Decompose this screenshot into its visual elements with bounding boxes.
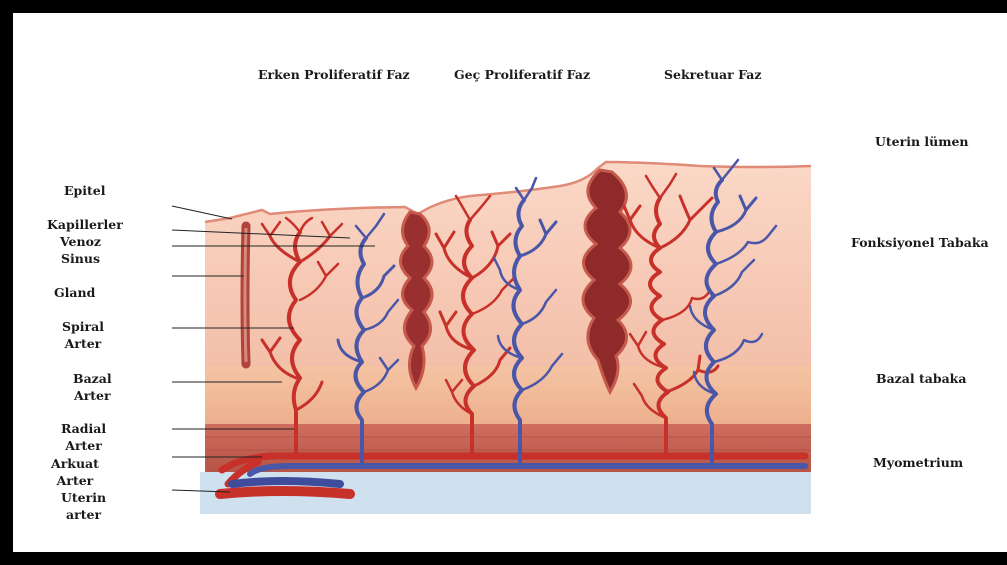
phase-title-secretory: Sekretuar Faz — [664, 66, 761, 83]
label-spiral-arter-word: Arter — [62, 335, 104, 352]
label-radial: Radial — [61, 420, 106, 437]
diagram-canvas: Erken Proliferatif Faz Geç Proliferatif … — [13, 13, 1007, 552]
phase-title-early: Erken Proliferatif Faz — [258, 66, 410, 83]
label-kapillerler: Kapillerler — [47, 216, 123, 233]
label-arkuat-arter: Arkuat Arter — [51, 455, 99, 489]
label-gland: Gland — [54, 284, 95, 301]
label-sinus: Sinus — [60, 250, 101, 267]
label-spiral: Spiral — [62, 318, 104, 335]
label-uterin-arter-word: arter — [61, 506, 106, 523]
label-arkuat: Arkuat — [51, 455, 99, 472]
phase-title-late: Geç Proliferatif Faz — [454, 66, 590, 83]
label-bazal-arter-word: Arter — [73, 387, 112, 404]
uterine-artery — [220, 491, 350, 494]
label-venoz-sinus: Venoz Sinus — [60, 233, 101, 267]
label-bazal: Bazal — [73, 370, 112, 387]
label-spiral-arter: Spiral Arter — [62, 318, 104, 352]
label-uterine-lumen: Uterin lümen — [875, 133, 969, 150]
label-basal-layer: Bazal tabaka — [876, 370, 966, 387]
label-venoz: Venoz — [60, 233, 101, 250]
label-arkuat-arter-word: Arter — [51, 472, 99, 489]
label-radial-arter: Radial Arter — [61, 420, 106, 454]
label-uterin: Uterin — [61, 489, 106, 506]
label-myometrium: Myometrium — [873, 454, 963, 471]
label-bazal-arter: Bazal Arter — [73, 370, 112, 404]
label-epitel: Epitel — [64, 182, 106, 199]
label-radial-arter-word: Arter — [61, 437, 106, 454]
endometrium-diagram — [13, 13, 1007, 552]
label-uterin-arter: Uterin arter — [61, 489, 106, 523]
label-functional-layer: Fonksiyonel Tabaka — [851, 234, 989, 251]
